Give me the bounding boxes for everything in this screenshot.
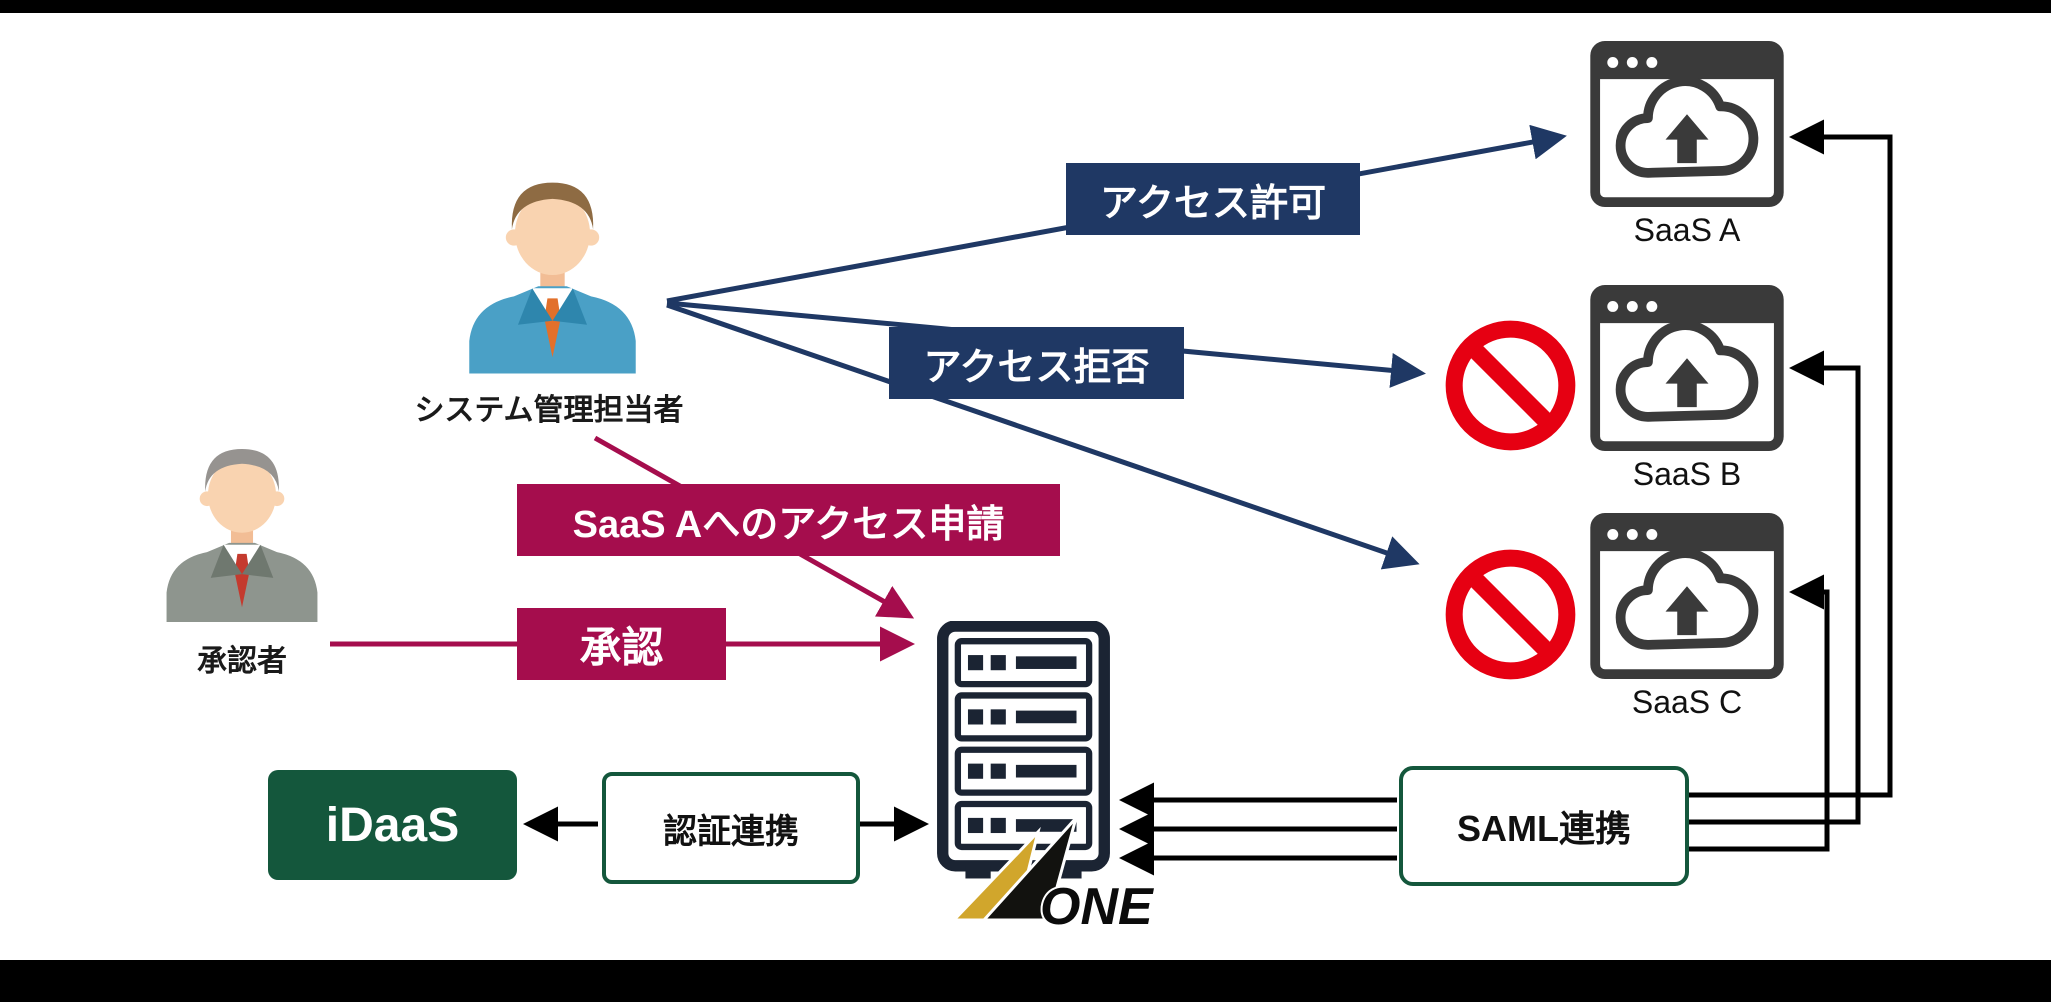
- saas-b-label: SaaS B: [1632, 456, 1742, 492]
- bottom-black-bar: [0, 960, 2051, 1002]
- saas-a-window: SaaS A: [1589, 40, 1785, 249]
- approver-icon: [166, 449, 318, 622]
- auth-federation-box: 認証連携: [602, 772, 860, 884]
- one-logo-text: ONE: [1040, 878, 1154, 936]
- admin-label: システム管理担当者: [414, 394, 684, 427]
- federation-arrows: [523, 119, 1893, 876]
- browser-cloud-upload-icon: [1590, 40, 1784, 208]
- browser-cloud-upload-icon: [1590, 284, 1784, 452]
- one-logo: ONE: [948, 816, 1163, 943]
- approval-box: 承認: [517, 608, 726, 680]
- top-black-bar: [0, 0, 2051, 13]
- prohibition-icon: [1445, 549, 1576, 680]
- access-grant-box: アクセス許可: [1066, 163, 1360, 235]
- saas-c-label: SaaS C: [1631, 684, 1743, 720]
- saas-a-label: SaaS A: [1633, 212, 1741, 248]
- saas-c-window: SaaS C: [1589, 512, 1785, 721]
- approver-avatar: [150, 432, 334, 628]
- access-deny-box: アクセス拒否: [889, 327, 1184, 399]
- prohibition-icon: [1445, 320, 1576, 451]
- businessman-icon: [469, 182, 636, 374]
- server-icon: [935, 620, 1112, 886]
- saas-b-window: SaaS B: [1589, 284, 1785, 493]
- saml-federation-box: SAML連携: [1399, 766, 1689, 886]
- browser-cloud-upload-icon: [1590, 512, 1784, 680]
- admin-avatar: [451, 165, 654, 379]
- access-request-box: SaaS Aへのアクセス申請: [517, 484, 1060, 556]
- idaas-box: iDaaS: [268, 770, 517, 880]
- approver-label: 承認者: [197, 645, 287, 678]
